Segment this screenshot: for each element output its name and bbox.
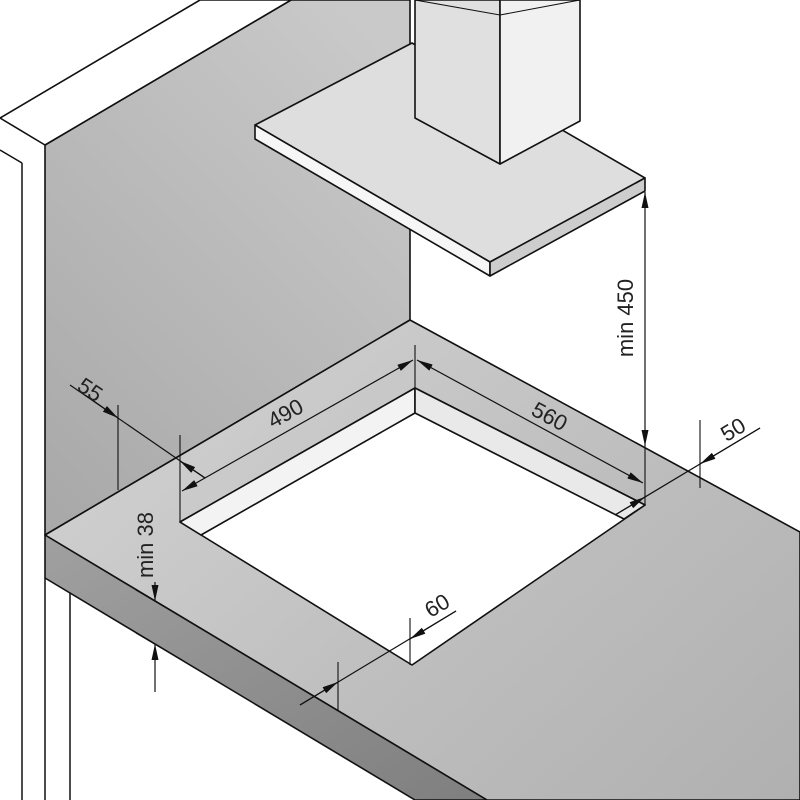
dimension-arrow-front-clearance-front: [299, 681, 339, 706]
extension-tick-worktop-bottom: [135, 632, 183, 661]
dimension-line-cutout-width: [416, 359, 644, 484]
tall-cabinet-top-edge: [0, 149, 23, 164]
dimension-arrow-rear-clearance-back: [699, 427, 761, 465]
extension-tick-worktop-top: [135, 589, 183, 618]
dimension-arrow-rear-clearance-front: [614, 496, 646, 516]
dimension-label-hood-clearance: min 450: [613, 279, 638, 357]
hood-canopy-right-face: [489, 177, 646, 277]
dimension-line-cutout-depth: [181, 359, 414, 492]
dimension-arrow-front-clearance-back: [409, 610, 457, 640]
dimension-label-worktop-thickness: min 38: [133, 512, 158, 578]
side-wall-top-face: [0, 0, 292, 146]
hood-chimney-right-face: [499, 0, 581, 165]
dimension-arrow-side-clearance-left: [84, 394, 119, 419]
hood-chimney-top-edge: [414, 0, 581, 16]
